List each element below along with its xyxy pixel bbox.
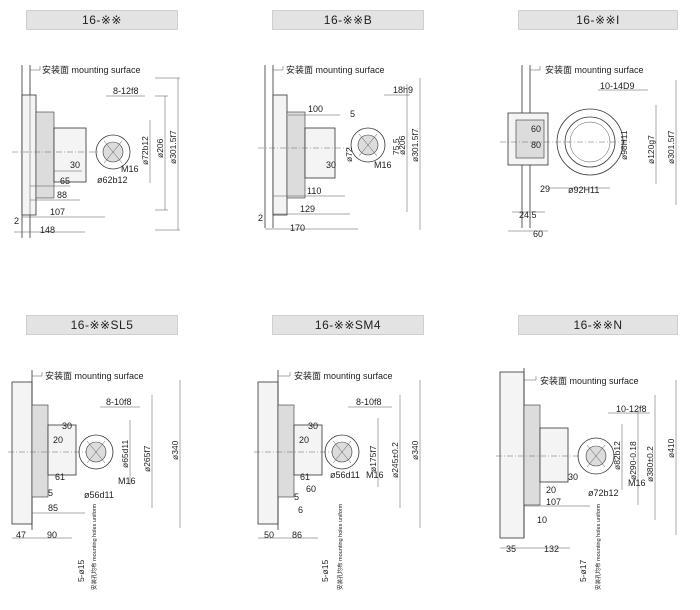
dim-e: 110 (307, 186, 321, 196)
dim-c: 61 (55, 472, 65, 482)
dim-d3: ø301.5f7 (666, 130, 676, 164)
dim-spline: ø62b12 (97, 175, 128, 185)
dim-d3: ø206 (397, 135, 407, 155)
dim-a: 60 (531, 124, 541, 134)
mount-label: 安装面 mounting surface (42, 64, 141, 75)
dim-d4: ø92H11 (568, 185, 599, 195)
mount-label: 安装面 mounting surface (45, 370, 144, 381)
panel-title: 16-※※SM4 (272, 315, 424, 335)
dim-f: 60 (533, 229, 543, 239)
mount-label: 安装面 mounting surface (545, 64, 644, 75)
dim-d2: ø175f7 (368, 445, 378, 472)
dim-holes: 5-ø15 (320, 560, 330, 582)
dim-spline: ø56d11 (84, 490, 114, 500)
dim-b: 5 (350, 109, 355, 119)
dim-a: 30 (568, 472, 578, 482)
dim-holes-note: 安装孔均布 mounting holes uniform (90, 503, 98, 590)
dim-d4: ø340 (410, 440, 420, 460)
dim-d2: ø206 (155, 138, 165, 158)
dim-holes: 5-ø17 (578, 560, 588, 582)
panel-title: 16-※※ (26, 10, 178, 30)
technical-drawing: 安装面 mounting surface 8-10f8 30 20 ø65d11… (8, 370, 181, 590)
technical-drawing: 安装面 mounting surface ø72b12 ø206 ø301.5f… (12, 64, 180, 238)
dim-e: 10 (537, 515, 547, 525)
dim-d: 5 (294, 492, 299, 502)
technical-drawing: 安装面 mounting surface 10-14D9 60 80 ø98H1… (500, 64, 677, 239)
dim-g: 50 (264, 530, 274, 540)
dim-c: 29 (540, 184, 550, 194)
dim-d1: ø65d11 (120, 440, 130, 468)
dim-keyway: 8-10f8 (106, 397, 132, 407)
dim-f: 47 (16, 530, 26, 540)
dim-screw: M16 (628, 478, 646, 488)
dim-holes: 5-ø15 (76, 560, 86, 582)
dim-d1: ø56d11 (330, 470, 360, 480)
dim-f: 2 (14, 216, 19, 226)
dim-screw: M16 (374, 160, 392, 170)
dim-d1: ø72 (344, 147, 354, 162)
dim-d: ø72b12 (588, 488, 619, 498)
mount-label: 安装面 mounting surface (540, 375, 639, 386)
dim-e: 24.5 (519, 210, 537, 220)
panel-title: 16-※※I (518, 10, 678, 30)
dim-e: 85 (48, 503, 58, 513)
dim-d3: ø245±0.2 (390, 442, 400, 478)
dim-c: 30 (326, 160, 336, 170)
dim-h: 2 (258, 213, 263, 223)
technical-drawing: 安装面 mounting surface 8-10f8 30 20 ø175f7… (254, 370, 421, 590)
dim-b: 20 (53, 435, 63, 445)
dim-d: 107 (50, 207, 65, 217)
dim-g: 170 (290, 223, 305, 233)
dim-spline: 10-14D9 (600, 81, 635, 91)
dim-screw: M16 (366, 470, 384, 480)
mount-label: 安装面 mounting surface (286, 64, 385, 75)
panel-title: 16-※※N (518, 315, 678, 335)
dim-d3: ø380±0.2 (645, 446, 655, 482)
dim-e: 6 (298, 505, 303, 515)
dim-h: 86 (292, 530, 302, 540)
dim-e: 148 (40, 225, 55, 235)
dim-b: 20 (546, 485, 556, 495)
dim-a: 30 (62, 421, 72, 431)
dim-d2: ø290-0.18 (628, 441, 638, 480)
dim-c: 88 (57, 190, 67, 200)
dim-f: 129 (300, 204, 315, 214)
technical-drawing: 安装面 mounting surface 18h9 100 5 ø72 75.5… (258, 64, 421, 233)
dim-d1: ø82b12 (612, 441, 622, 470)
dim-d3: ø301.5f7 (168, 130, 178, 164)
dim-a: 30 (70, 160, 80, 170)
dim-g: 132 (544, 544, 559, 554)
dim-d1: ø72b12 (140, 136, 150, 165)
dim-keyway: 10-12f8 (616, 404, 647, 414)
dim-b: 20 (299, 435, 309, 445)
dim-holes-note: 安装孔均布 mounting holes uniform (336, 503, 344, 590)
dim-screw: M16 (121, 164, 139, 174)
dim-f: 35 (506, 544, 516, 554)
dim-holes-note: 安装孔均布 mounting holes uniform (594, 503, 602, 590)
dim-d2: ø265f7 (142, 445, 152, 472)
dim-g: 90 (47, 530, 57, 540)
dim-d2: ø120g7 (646, 135, 656, 164)
panel-title: 16-※※B (272, 10, 424, 30)
dim-keyway: 8-10f8 (356, 397, 382, 407)
mount-label: 安装面 mounting surface (294, 370, 393, 381)
dim-f: 60 (306, 484, 316, 494)
dim-d1: ø98H11 (619, 130, 629, 160)
dim-keyway: 8-12f8 (113, 86, 139, 96)
dim-d3: ø340 (170, 440, 180, 460)
dim-a: 30 (308, 421, 318, 431)
dim-key: 18h9 (393, 85, 413, 95)
dim-d4: ø301.5f7 (410, 128, 420, 162)
dim-b: 65 (60, 176, 70, 186)
dim-d4: ø410 (666, 438, 676, 458)
dim-b: 80 (531, 140, 541, 150)
dim-c: 107 (546, 497, 561, 507)
dim-c: 61 (300, 472, 310, 482)
dim-d: 5 (48, 488, 53, 498)
dim-a: 100 (308, 104, 323, 114)
dim-d2: 75.5 (391, 138, 401, 155)
dim-screw: M16 (118, 476, 136, 486)
panel-title: 16-※※SL5 (26, 315, 178, 335)
